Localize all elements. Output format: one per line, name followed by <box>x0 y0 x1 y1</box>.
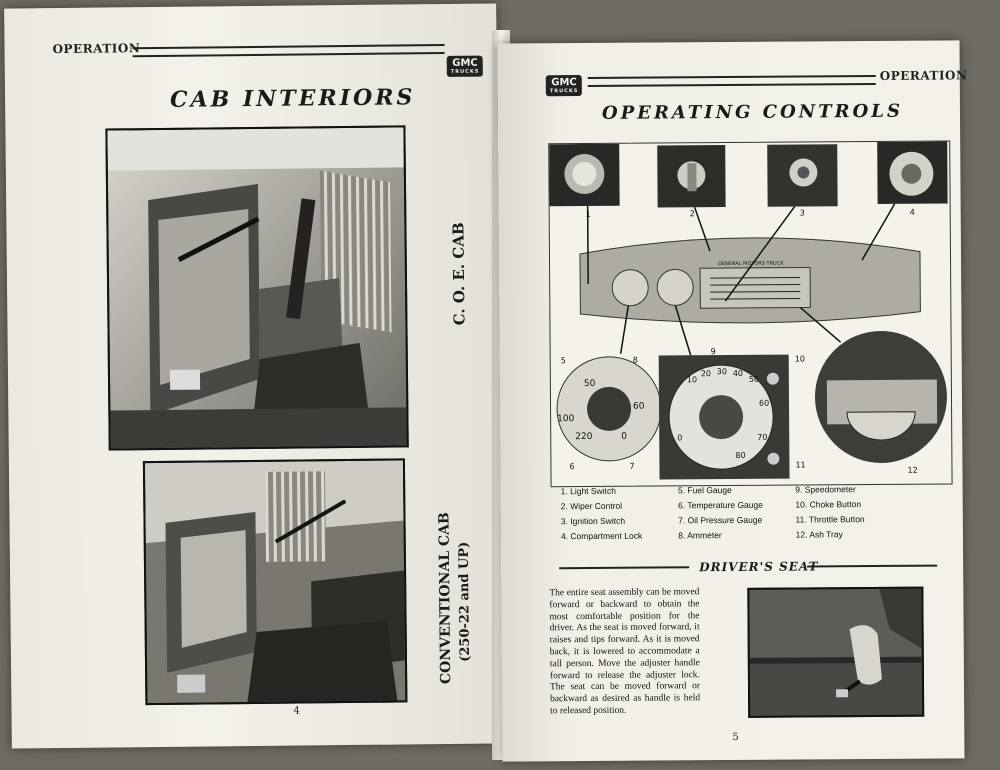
callout-2: 2 <box>689 209 695 219</box>
legend-item: 4. Compartment Lock <box>560 530 643 542</box>
callout-7: 7 <box>629 461 635 471</box>
callout-11: 11 <box>795 460 806 470</box>
speedometer-zero: 0 <box>677 433 683 443</box>
legend-item: 1. Light Switch <box>560 485 616 497</box>
legend-item: 3. Ignition Switch <box>560 515 626 527</box>
speedometer-40: 40 <box>732 368 744 378</box>
temperature-gauge-low: 100 <box>557 414 575 425</box>
callout-9: 9 <box>710 347 716 357</box>
speedometer-60: 60 <box>758 398 770 408</box>
controls-legend: 1. Light Switch 5. Fuel Gauge 9. Speedom… <box>561 484 913 541</box>
callout-6: 6 <box>569 462 575 472</box>
speedometer-70: 70 <box>757 432 768 442</box>
legend-item: 12. Ash Tray <box>795 529 843 540</box>
page-number: 5 <box>732 731 739 743</box>
page-title: OPERATING CONTROLS <box>601 100 903 124</box>
subtitle-rule-left <box>559 566 690 572</box>
callout-5: 5 <box>560 356 566 366</box>
legend-item: 2. Wiper Control <box>560 500 623 512</box>
header-rule <box>587 74 876 87</box>
right-page-header: OPERATION <box>879 68 968 83</box>
legend-item: 7. Oil Pressure Gauge <box>678 514 763 526</box>
left-page-header: OPERATION <box>52 41 141 57</box>
legend-item: 6. Temperature Gauge <box>678 499 763 511</box>
conventional-cab-models: (250-22 and UP) <box>456 541 474 662</box>
callout-10: 10 <box>794 354 805 364</box>
speedometer-10: 10 <box>686 375 698 385</box>
oil-gauge-mark: 60 <box>633 401 645 412</box>
page-title: CAB INTERIORS <box>169 84 416 113</box>
temperature-gauge-mark: 220 <box>575 431 593 443</box>
legend-item: 8. Ammeter <box>678 530 722 541</box>
legend-item: 11. Throttle Button <box>795 514 865 525</box>
legend-item: 10. Choke Button <box>795 499 862 510</box>
legend-item: 5. Fuel Gauge <box>677 484 732 496</box>
conventional-cab-photo <box>142 458 408 706</box>
callout-8: 8 <box>632 355 638 365</box>
coe-cab-photo <box>105 125 409 451</box>
legend-item: 9. Speedometer <box>795 484 856 495</box>
drivers-seat-subtitle: DRIVER'S SEAT <box>699 559 819 575</box>
coe-cab-label: C. O. E. CAB <box>449 222 469 326</box>
header-rule <box>132 43 445 58</box>
subtitle-rule-right <box>807 564 938 570</box>
drivers-seat-text: The entire seat assembly can be moved fo… <box>549 587 701 717</box>
callout-4: 4 <box>909 207 915 217</box>
callout-3: 3 <box>799 208 805 218</box>
speedometer-20: 20 <box>700 369 712 379</box>
speedometer-30: 30 <box>716 367 728 377</box>
drivers-seat-photo <box>747 586 925 718</box>
callout-12: 12 <box>907 465 918 475</box>
controls-figure: 50 60 220 100 0 10 20 30 40 50 60 70 80 … <box>548 140 953 488</box>
oil-gauge-zero: 0 <box>621 431 628 442</box>
dash-nameplate: GENERAL MOTORS TRUCK <box>718 260 784 268</box>
conventional-cab-label: CONVENTIONAL CAB <box>436 512 455 685</box>
callout-1: 1 <box>585 209 591 220</box>
fuel-gauge-mark: 50 <box>583 378 596 390</box>
page-number: 4 <box>293 705 300 717</box>
speedometer-50: 50 <box>748 374 760 384</box>
speedometer-80: 80 <box>735 450 746 460</box>
